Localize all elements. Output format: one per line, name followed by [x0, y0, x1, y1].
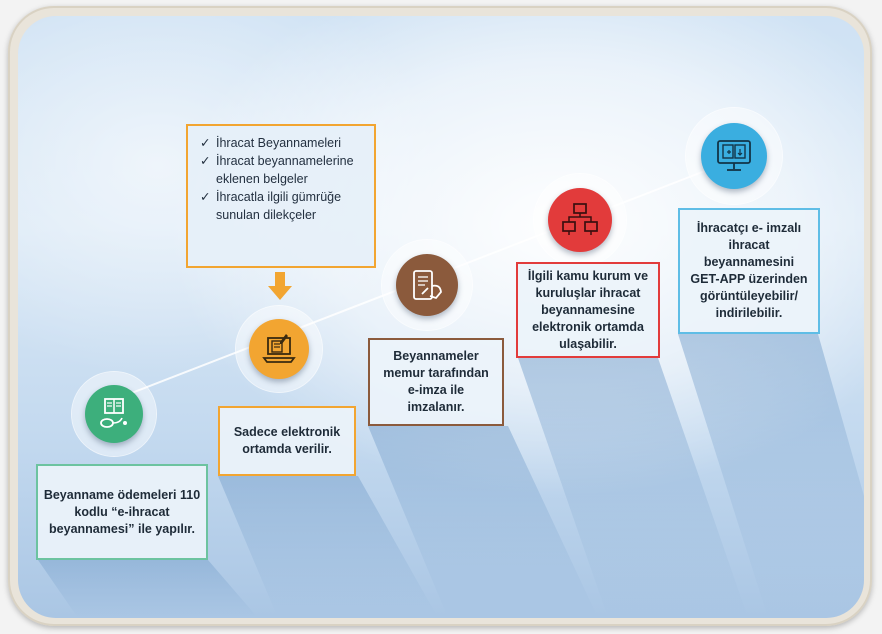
- shadow-beam-3: [368, 426, 598, 618]
- tablet-signing-icon: [413, 270, 442, 300]
- step-2-icon-circle: [249, 319, 309, 379]
- down-arrow-icon: [268, 272, 292, 300]
- step-1-text: Beyanname ödemeleri 110 kodlu “e-ihracat…: [43, 487, 201, 536]
- check-icon: ✓: [200, 154, 211, 168]
- step-5-box: İhracatçı e- imzalı ihracat beyannamesin…: [678, 208, 820, 334]
- checklist-item-text: İhracat Beyannameleri: [216, 136, 342, 150]
- shadow-beam-2: [218, 476, 438, 618]
- document-checklist: ✓ İhracat Beyannameleri ✓ İhracat beyannam…: [186, 124, 376, 268]
- step-4-text: İlgili kamu kurum ve kuruluşlar ihracat …: [527, 268, 649, 351]
- monitor-documents-icon: [717, 140, 751, 171]
- step-3-text: Beyannameler memur tarafından e-imza ile…: [383, 349, 489, 414]
- checklist-item: ✓ İhracat Beyannameleri: [200, 134, 364, 152]
- laptop-document-icon: [262, 334, 296, 363]
- network-computers-icon: [562, 203, 598, 235]
- shadow-beam-5: [678, 334, 864, 618]
- step-3-box: Beyannameler memur tarafından e-imza ile…: [368, 338, 504, 426]
- slide-panel: ✓ İhracat Beyannameleri ✓ İhracat beyannam…: [18, 16, 864, 618]
- step-2-text: Sadece elektronik ortamda verilir.: [233, 425, 341, 456]
- check-icon: ✓: [200, 190, 211, 204]
- book-mouse-icon: [100, 398, 127, 428]
- check-icon: ✓: [200, 136, 211, 150]
- shadow-beam-4: [518, 358, 748, 618]
- step-1-icon-circle: [85, 385, 143, 443]
- background-decoration: [38, 161, 864, 618]
- checklist-item-text: İhracat beyannamelerine eklenen belgeler: [216, 154, 354, 186]
- shadow-beam-1: [38, 560, 258, 618]
- checklist-item-text: İhracatla ilgili gümrüğe sunulan dilekçe…: [216, 190, 342, 222]
- checklist-item: ✓ İhracatla ilgili gümrüğe sunulan dilekç…: [200, 188, 364, 224]
- step-2-box: Sadece elektronik ortamda verilir.: [218, 406, 356, 476]
- step-4-box: İlgili kamu kurum ve kuruluşlar ihracat …: [516, 262, 660, 358]
- step-1-box: Beyanname ödemeleri 110 kodlu “e-ihracat…: [36, 464, 208, 560]
- step-5-text: İhracatçı e- imzalı ihracat beyannamesin…: [690, 221, 808, 320]
- step-5-icon-circle: [701, 123, 767, 189]
- step-3-icon-circle: [396, 254, 458, 316]
- checklist-item: ✓ İhracat beyannamelerine eklenen belgele…: [200, 152, 364, 188]
- step-4-icon-circle: [548, 188, 612, 252]
